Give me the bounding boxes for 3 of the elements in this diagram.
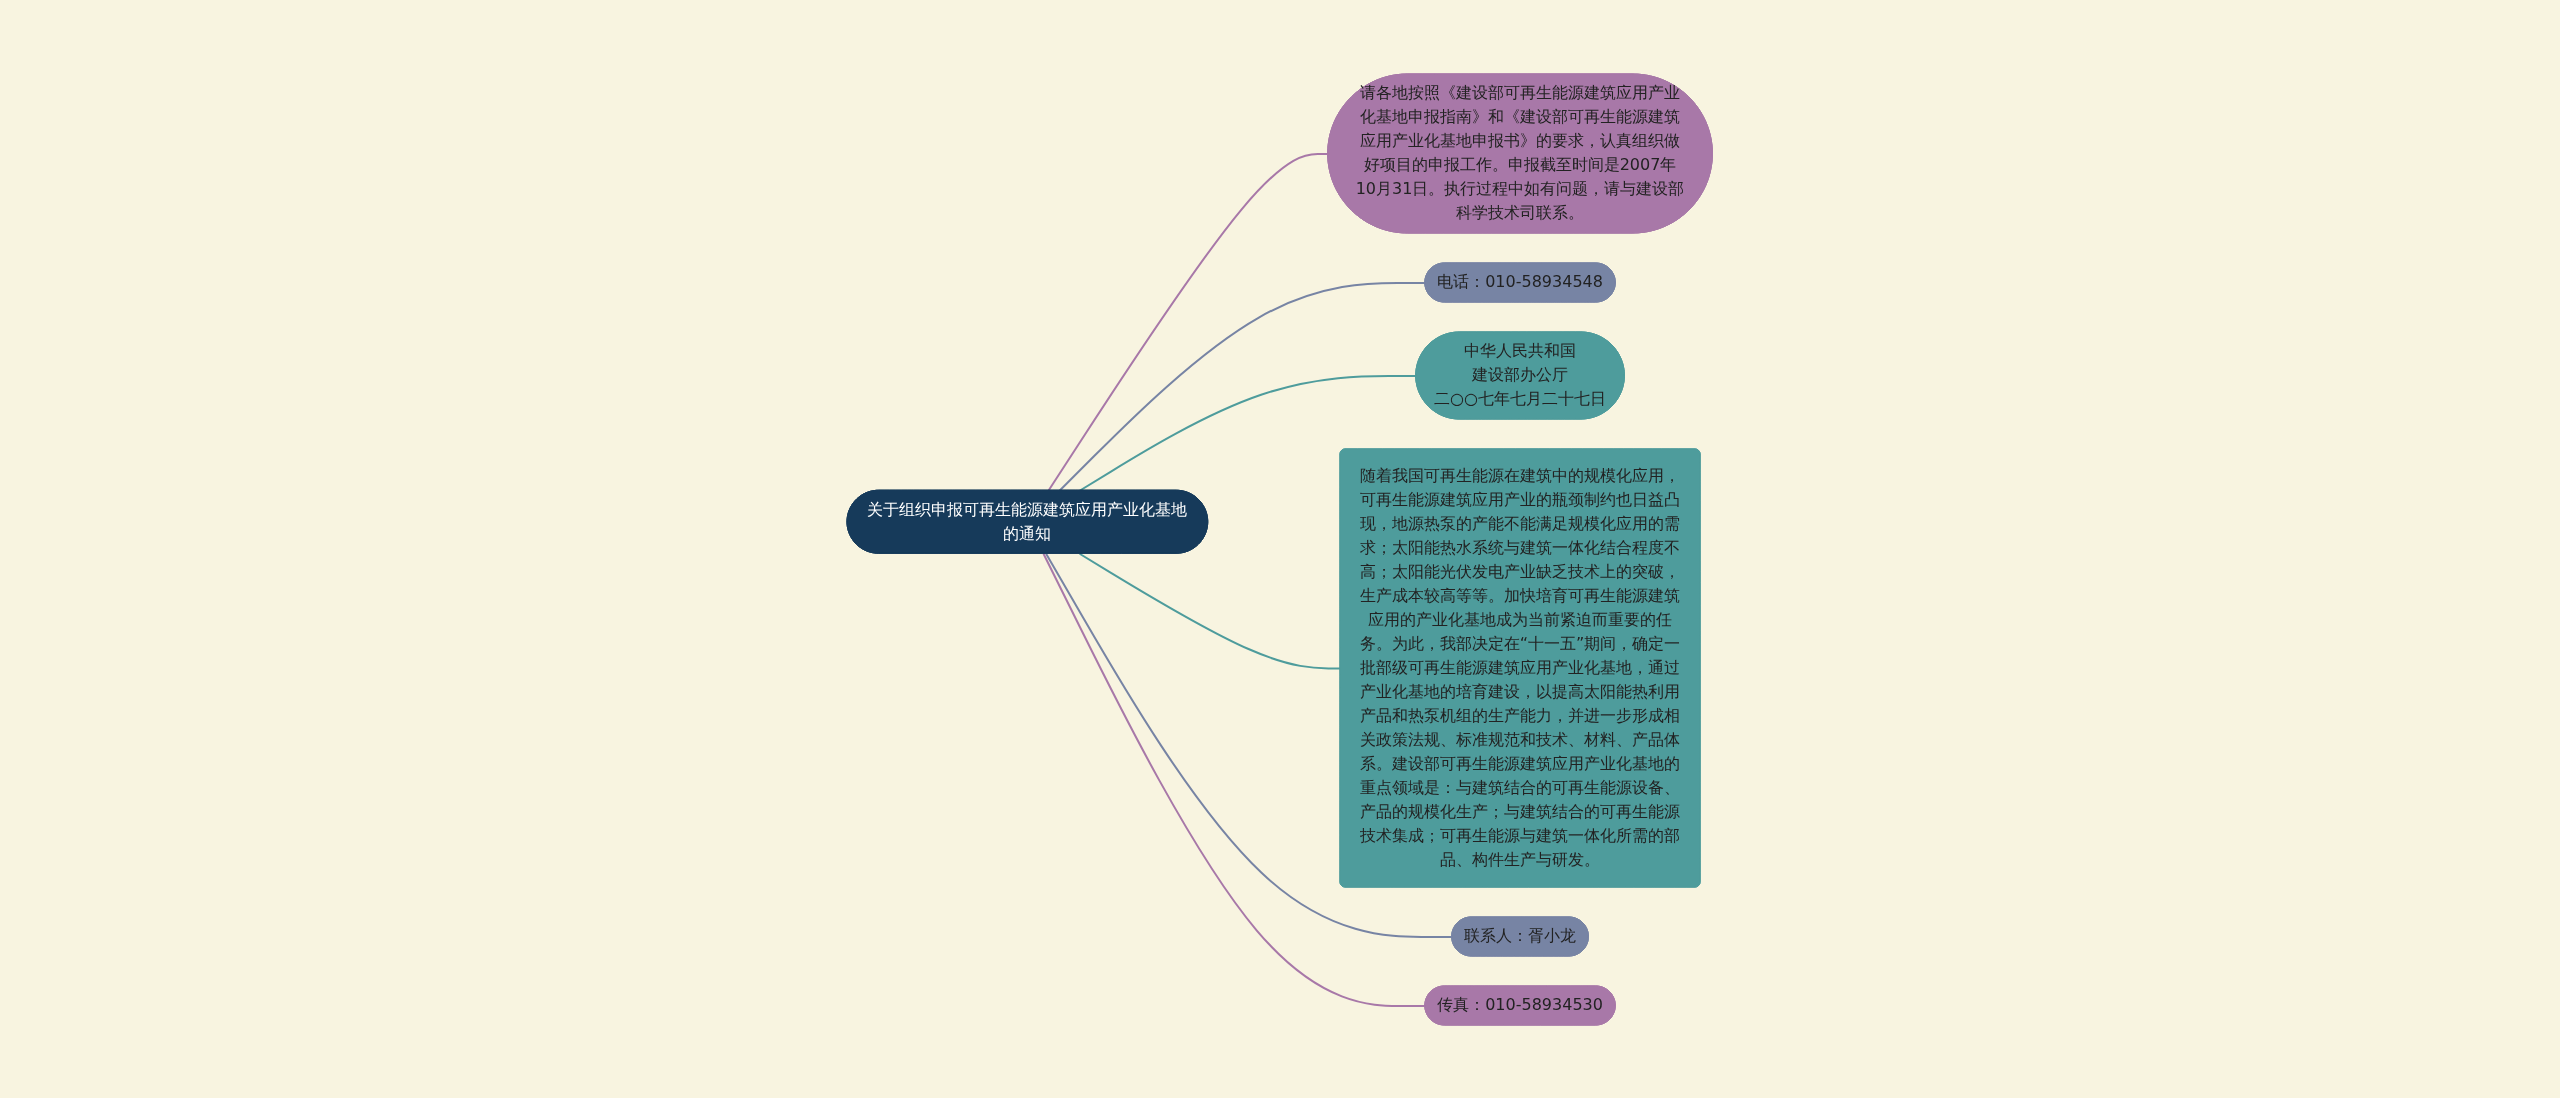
connector [1045, 552, 1454, 938]
connector [1078, 552, 1342, 669]
connector [1042, 552, 1427, 1007]
